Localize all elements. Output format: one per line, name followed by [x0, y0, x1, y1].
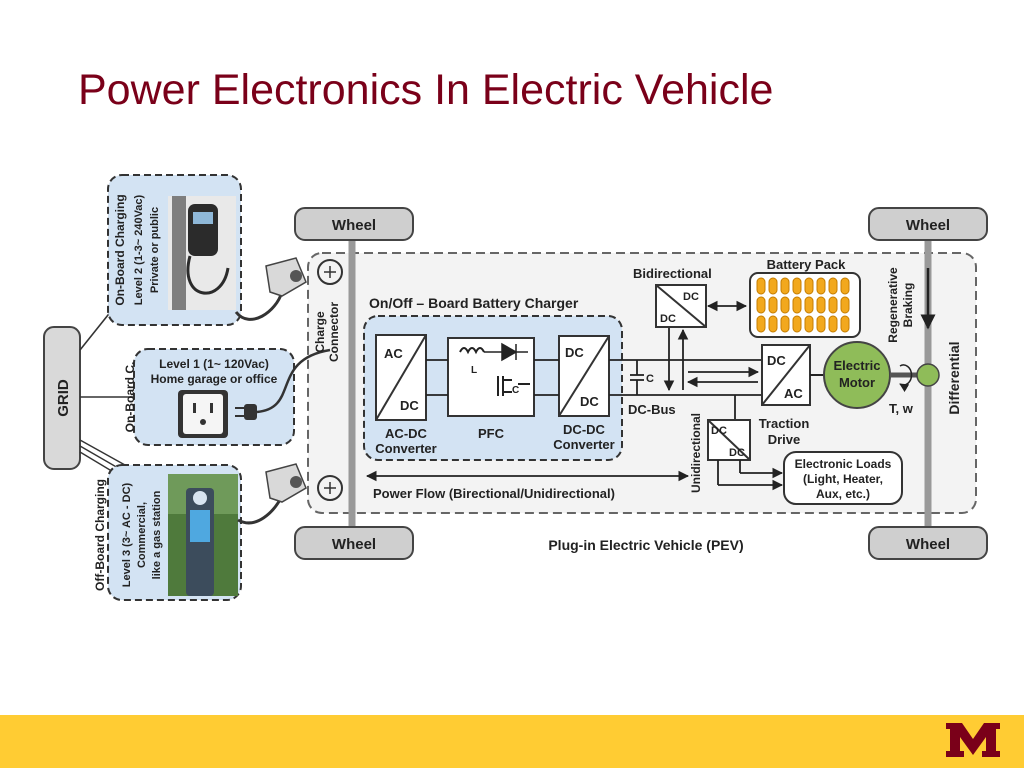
- svg-text:DC: DC: [767, 353, 786, 368]
- svg-text:Level 3 (3~ AC - DC): Level 3 (3~ AC - DC): [121, 482, 133, 587]
- slide-title: Power Electronics In Electric Vehicle: [78, 66, 774, 114]
- svg-text:Level 2 (1-3~ 240Vac): Level 2 (1-3~ 240Vac): [133, 194, 145, 305]
- level2-charger-photo: [168, 196, 236, 310]
- battery-charger-title: On/Off – Board Battery Charger: [369, 295, 579, 311]
- inductor-icon: [459, 347, 485, 355]
- grid-block: GRID: [43, 326, 81, 470]
- svg-text:L: L: [471, 365, 477, 376]
- svg-text:DC: DC: [580, 394, 599, 409]
- svg-text:AC-DC: AC-DC: [385, 426, 427, 441]
- battery-pack: Battery Pack: [749, 257, 861, 338]
- svg-text:Wheel: Wheel: [906, 536, 950, 553]
- svg-text:Regenerative: Regenerative: [886, 267, 900, 343]
- svg-text:C: C: [512, 385, 519, 396]
- traction-drive: DC AC Traction Drive: [759, 344, 811, 447]
- ac-dc-converter: AC DC AC-DC Converter: [375, 334, 437, 456]
- battery-cells: [756, 277, 850, 333]
- svg-text:DC-DC: DC-DC: [563, 422, 605, 437]
- svg-text:Electric: Electric: [834, 358, 881, 373]
- electronic-loads: Electronic Loads (Light, Heater, Aux, et…: [783, 451, 903, 505]
- svg-text:Motor: Motor: [839, 375, 875, 390]
- svg-text:Converter: Converter: [553, 437, 614, 452]
- svg-text:Wheel: Wheel: [332, 536, 376, 553]
- plug-handle-bottom-icon: [265, 463, 307, 503]
- pev-label: Plug-in Electric Vehicle (PEV): [548, 537, 743, 553]
- svg-text:Charge: Charge: [313, 311, 327, 353]
- svg-text:PFC: PFC: [478, 426, 505, 441]
- svg-text:Private or public: Private or public: [149, 207, 161, 293]
- motor-output-label: T, w: [889, 401, 914, 416]
- svg-text:Connector: Connector: [327, 302, 341, 362]
- wheel-bottom-right: Wheel: [868, 526, 988, 560]
- electric-motor: Electric Motor: [823, 341, 891, 409]
- ev-power-electronics-diagram: Wheel Wheel Wheel Wheel GRID On-Board Ch…: [43, 174, 988, 601]
- svg-text:DC: DC: [565, 345, 584, 360]
- svg-text:DC: DC: [683, 291, 699, 303]
- svg-text:Braking: Braking: [901, 283, 915, 328]
- loads-arrows: [717, 460, 784, 491]
- dc-dc-converter: DC DC DC-DC Converter: [553, 335, 615, 452]
- svg-text:Aux, etc.): Aux, etc.): [816, 487, 870, 501]
- unidirectional-label: Unidirectional: [689, 413, 703, 493]
- charge-socket-top-icon: [317, 259, 343, 285]
- svg-text:DC: DC: [660, 313, 676, 325]
- bidirectional-converter: Bidirectional DC DC: [633, 266, 712, 328]
- svg-text:On-Board C.: On-Board C.: [123, 362, 137, 433]
- svg-text:DC: DC: [711, 425, 727, 437]
- svg-text:Battery Pack: Battery Pack: [767, 257, 847, 272]
- svg-text:AC: AC: [784, 386, 803, 401]
- dc-bus-capacitor-label: C: [646, 373, 654, 385]
- differential-label: Differential: [946, 341, 962, 414]
- rotation-arrow-icon: [899, 364, 913, 393]
- charger-connections: [426, 359, 559, 396]
- svg-text:Converter: Converter: [375, 441, 436, 456]
- differential-gear-icon: [916, 363, 940, 387]
- wheel-top-left: Wheel: [294, 207, 414, 241]
- svg-text:Bidirectional: Bidirectional: [633, 266, 712, 281]
- dc-bus: [609, 359, 762, 396]
- svg-text:Electronic Loads: Electronic Loads: [795, 457, 892, 471]
- onboard-c-panel: On-Board C. Level 1 (1~ 120Vac) Home gar…: [123, 348, 295, 446]
- wall-outlet-icon: [178, 390, 228, 438]
- wheel-bottom-left: Wheel: [294, 526, 414, 560]
- level3-station-photo: [168, 474, 238, 596]
- wheel-top-right: Wheel: [868, 207, 988, 241]
- svg-text:Commercial,: Commercial,: [136, 502, 148, 568]
- svg-text:Drive: Drive: [768, 432, 801, 447]
- university-logo-icon: [946, 723, 1000, 757]
- grid-label: GRID: [55, 379, 72, 417]
- svg-text:On-Board Charging: On-Board Charging: [113, 194, 127, 305]
- svg-text:Off-Board Charging: Off-Board Charging: [93, 479, 107, 591]
- svg-text:AC: AC: [384, 346, 403, 361]
- dc-bus-label: DC-Bus: [628, 402, 676, 417]
- charge-socket-bottom-icon: [317, 475, 343, 501]
- svg-text:Level 1 (1~ 120Vac): Level 1 (1~ 120Vac): [159, 357, 269, 371]
- svg-text:Home garage or office: Home garage or office: [151, 372, 278, 386]
- charge-connector-label: Charge Connector: [313, 302, 341, 362]
- footer-bar: [0, 715, 1024, 768]
- plug-handle-top-icon: [265, 257, 307, 297]
- svg-text:(Light, Heater,: (Light, Heater,: [803, 472, 883, 486]
- svg-text:Wheel: Wheel: [906, 217, 950, 234]
- svg-text:DC: DC: [729, 447, 745, 459]
- svg-text:like a gas station: like a gas station: [151, 490, 163, 579]
- pfc-block: L C PFC: [447, 337, 535, 441]
- offboard-charging-panel: Off-Board Charging Level 3 (3~ AC - DC) …: [93, 464, 242, 601]
- svg-text:DC: DC: [400, 398, 419, 413]
- onboard-charging-panel: On-Board Charging Level 2 (1-3~ 240Vac) …: [107, 174, 242, 326]
- unidirectional-converter: DC DC: [707, 419, 751, 461]
- cable-level2: [234, 291, 284, 321]
- regenerative-braking-label: Regenerative Braking: [886, 267, 915, 343]
- power-flow-label: Power Flow (Birectional/Unidirectional): [373, 486, 615, 501]
- svg-text:Wheel: Wheel: [332, 217, 376, 234]
- plug-icon: [235, 404, 257, 420]
- cable-level1: [256, 348, 331, 414]
- mosfet-icon: [497, 376, 512, 396]
- svg-text:Traction: Traction: [759, 416, 810, 431]
